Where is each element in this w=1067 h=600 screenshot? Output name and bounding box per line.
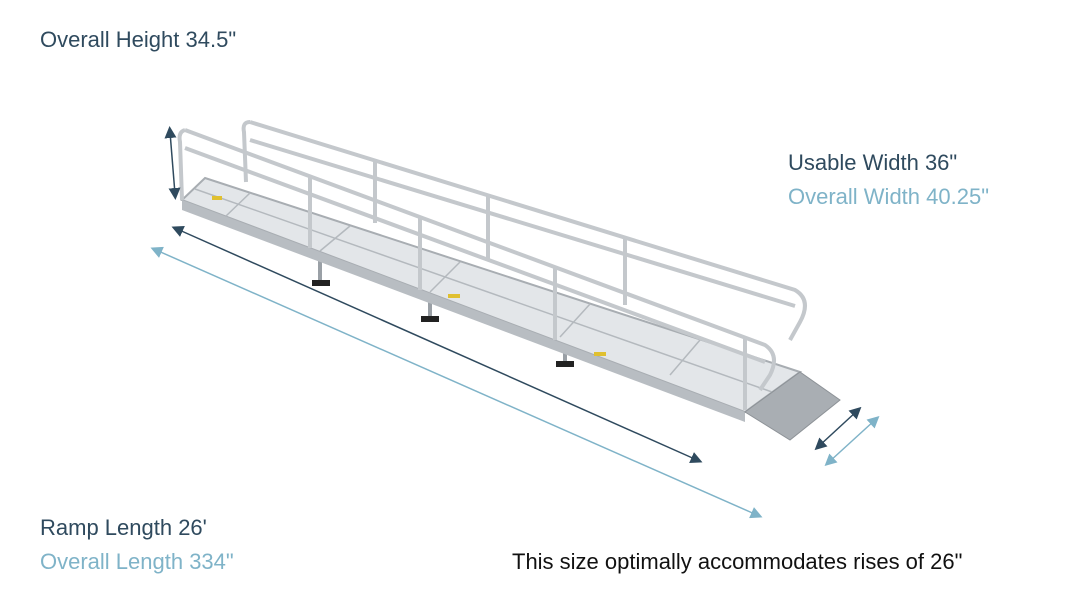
usable-width-label: Usable Width 36" bbox=[788, 150, 958, 175]
overall-height-label: Overall Height 34.5" bbox=[40, 27, 237, 52]
overall-length-label: Overall Length 334" bbox=[40, 549, 234, 574]
overall-width-label: Overall Width 40.25" bbox=[788, 184, 990, 209]
transition-plate bbox=[744, 371, 841, 441]
overall-length-arrow bbox=[150, 246, 763, 519]
overall-width-arrow bbox=[824, 415, 880, 467]
ramp-length-label: Ramp Length 26' bbox=[40, 515, 207, 540]
height-arrow bbox=[164, 126, 181, 200]
rise-note: This size optimally accommodates rises o… bbox=[512, 549, 963, 574]
